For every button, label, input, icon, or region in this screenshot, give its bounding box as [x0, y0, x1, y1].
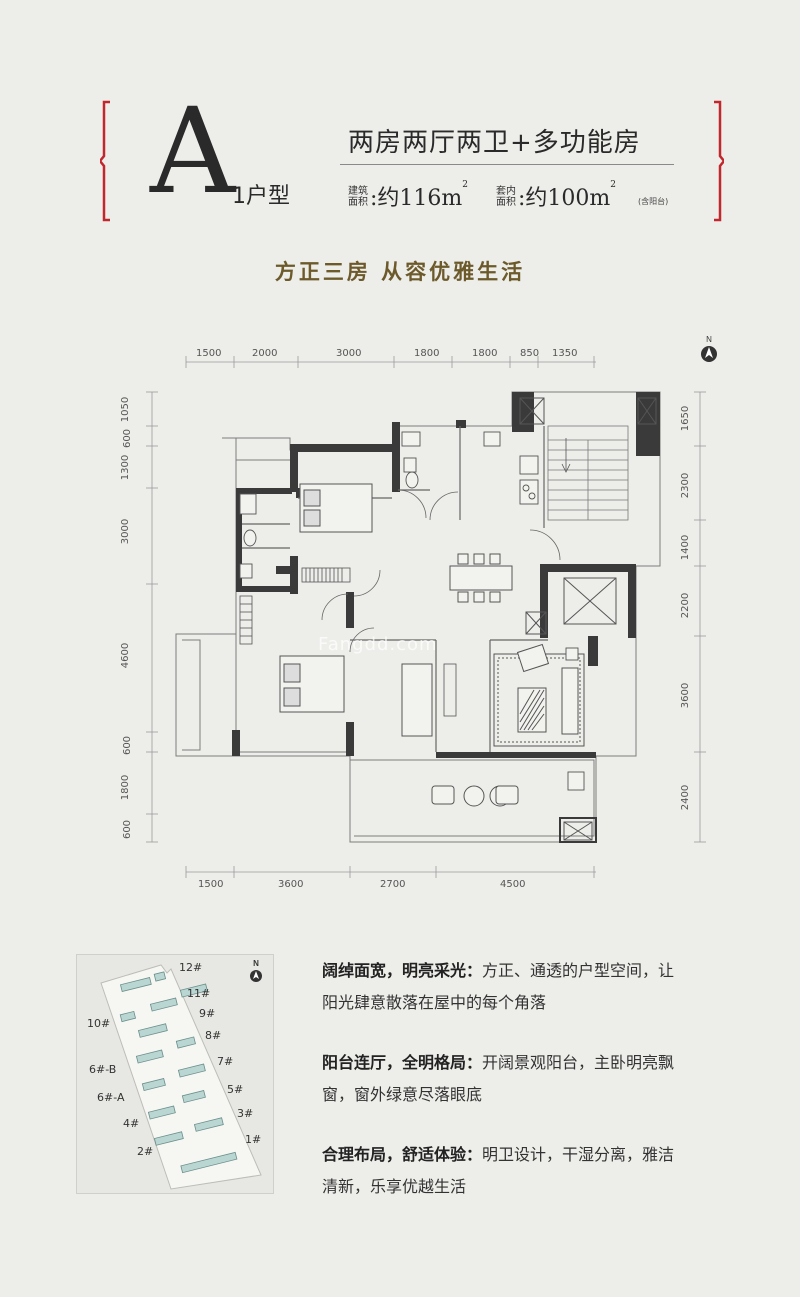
layout-title: 两房两厅两卫+多功能房 — [348, 128, 641, 158]
built-area: 建筑 面积 :约116m2 — [348, 180, 468, 212]
feature-text: 开阔景观阳台，主卧明亮飘 — [482, 1053, 675, 1072]
unit-type-suffix: 1户型 — [232, 184, 290, 209]
feature-title: 合理布局，舒适体验： — [322, 1145, 483, 1164]
feature-text: 阳光肆意散落在屋中的每个角落 — [322, 993, 547, 1012]
feature-text: 明卫设计，干湿分离，雅洁 — [482, 1145, 675, 1164]
balcony-note: (含阳台) — [638, 197, 669, 206]
feature-item: 阳台连厅，全明格局：开阔景观阳台，主卧明亮飘 窗，窗外绿意尽落眼底 — [322, 1047, 762, 1111]
bottom-dim: 1500 — [198, 879, 224, 890]
inner-area-label: 套内 面积 — [496, 186, 516, 208]
building-label: 9# — [199, 1007, 216, 1020]
building-label: 6#-A — [97, 1091, 125, 1104]
feature-title: 阳台连厅，全明格局： — [322, 1053, 483, 1072]
watermark: Fangdd.com — [318, 634, 438, 655]
inner-area: 套内 面积 :约100m2 — [496, 180, 616, 212]
top-dim: 3000 — [336, 348, 362, 359]
top-dim: 2000 — [252, 348, 278, 359]
top-dim: 850 — [520, 348, 540, 359]
top-dim: 1500 — [196, 348, 222, 359]
built-area-value: :约116m2 — [370, 180, 468, 211]
bottom-dim: 3600 — [278, 879, 304, 890]
site-map: N 12# 11# 10# 9# 8# 7# 6#-B 6#-A 5# 4# 3… — [76, 954, 274, 1194]
left-bracket — [100, 100, 112, 222]
feature-text: 窗，窗外绿意尽落眼底 — [322, 1085, 483, 1104]
feature-item: 阔绰面宽，明亮采光：方正、通透的户型空间，让 阳光肆意散落在屋中的每个角落 — [322, 955, 762, 1019]
feature-text: 方正、通透的户型空间，让 — [482, 961, 675, 980]
north-compass: N — [697, 334, 721, 366]
building-label: 4# — [123, 1117, 140, 1130]
svg-text:N: N — [253, 959, 259, 968]
building-label: 1# — [245, 1133, 262, 1146]
top-dim: 1350 — [552, 348, 578, 359]
floor-plan-drawing — [146, 356, 706, 878]
top-dim: 1800 — [472, 348, 498, 359]
built-area-label: 建筑 面积 — [348, 186, 368, 208]
feature-text: 清新，乐享优越生活 — [322, 1177, 467, 1196]
building-label: 11# — [187, 987, 211, 1000]
title-divider — [340, 164, 674, 165]
building-label: 3# — [237, 1107, 254, 1120]
bottom-dim: 4500 — [500, 879, 526, 890]
building-label: 10# — [87, 1017, 111, 1030]
slogan: 方正三房 从容优雅生活 — [274, 260, 526, 284]
building-label: 7# — [217, 1055, 234, 1068]
building-label: 12# — [179, 961, 203, 974]
right-bracket — [712, 100, 724, 222]
bottom-dim: 2700 — [380, 879, 406, 890]
inner-area-value: :约100m2 — [518, 180, 616, 211]
building-label: 5# — [227, 1083, 244, 1096]
building-label: 6#-B — [89, 1063, 117, 1076]
top-dim: 1800 — [414, 348, 440, 359]
site-map-compass: N — [247, 959, 265, 985]
building-label: 2# — [137, 1145, 154, 1158]
unit-type-letter: A — [150, 82, 236, 220]
building-label: 8# — [205, 1029, 222, 1042]
north-label: N — [706, 335, 712, 344]
feature-title: 阔绰面宽，明亮采光： — [322, 961, 483, 980]
feature-item: 合理布局，舒适体验：明卫设计，干湿分离，雅洁 清新，乐享优越生活 — [322, 1139, 762, 1203]
